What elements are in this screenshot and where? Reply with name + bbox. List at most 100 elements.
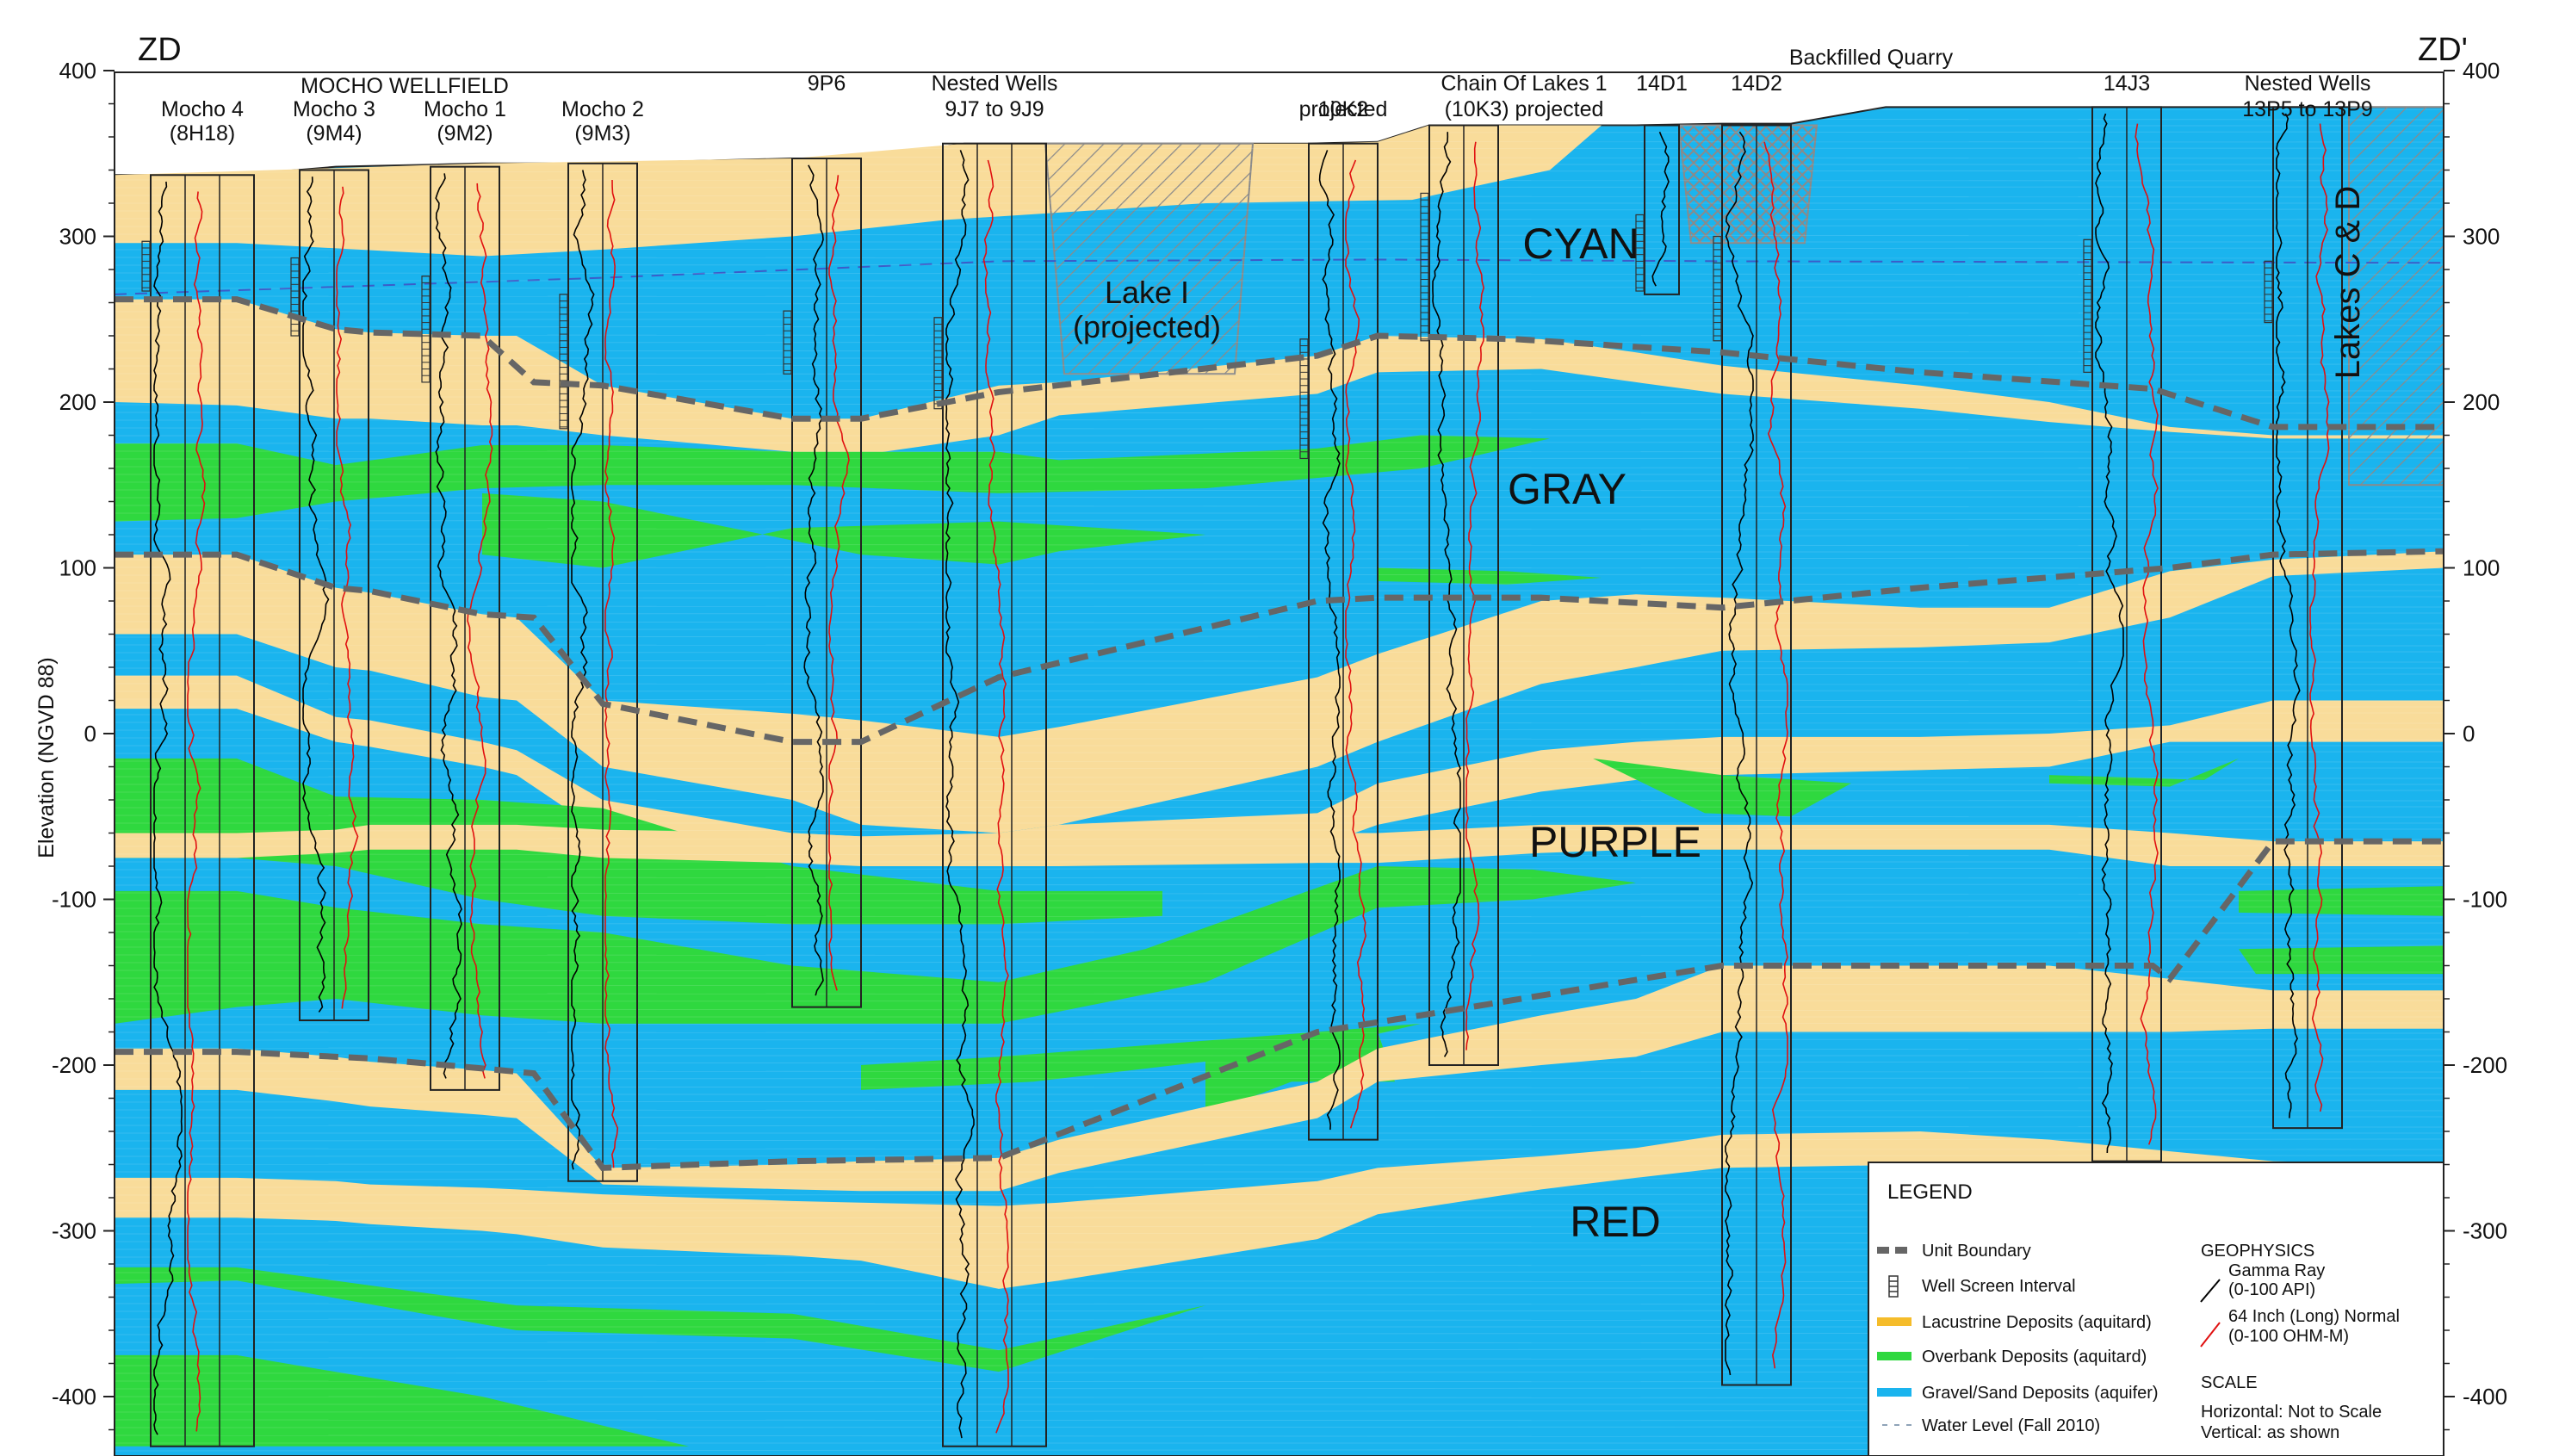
gravel-texture bbox=[115, 596, 2444, 599]
lakes-cd-label: Lakes C & D bbox=[2329, 186, 2367, 380]
gravel-texture bbox=[115, 722, 2444, 724]
gravel-texture bbox=[115, 186, 2444, 189]
resistivity-log bbox=[1763, 141, 1788, 1369]
gravel-texture bbox=[115, 402, 2444, 406]
gravel-texture bbox=[115, 302, 2444, 305]
gravel-texture bbox=[115, 373, 2444, 375]
gravel-texture bbox=[115, 108, 2444, 111]
well-label-name: 14D2 bbox=[1731, 71, 1782, 96]
well-label-id: (9M2) bbox=[437, 121, 493, 146]
legend-normal-1: 64 Inch (Long) Normal bbox=[2228, 1307, 2400, 1326]
resistivity-log bbox=[2135, 123, 2159, 1145]
overbank-gray-lens bbox=[482, 493, 1205, 568]
gravel-texture bbox=[115, 257, 2444, 259]
legend: LEGEND Unit Boundary Well Screen Interva… bbox=[1868, 1162, 2444, 1456]
gamma-ray-log bbox=[1318, 150, 1341, 1131]
gravel-texture bbox=[115, 698, 2444, 702]
well-label-id: (10K3) projected bbox=[1445, 97, 1604, 121]
gravel-texture bbox=[115, 737, 2444, 740]
resistivity-log bbox=[604, 179, 619, 1168]
gravel-texture bbox=[115, 147, 2444, 150]
gravel-texture bbox=[115, 954, 2444, 957]
gravel-texture bbox=[115, 728, 2444, 731]
legend-screen: Well Screen Interval bbox=[1922, 1277, 2076, 1296]
gravel-texture bbox=[115, 776, 2444, 779]
lacustrine-cyan-base bbox=[115, 299, 2444, 455]
gravel-texture bbox=[115, 961, 2444, 963]
well-logs bbox=[141, 106, 2343, 1447]
gravel-texture bbox=[115, 1038, 2444, 1041]
unit-boundaries bbox=[115, 296, 2444, 1171]
resistivity-log bbox=[467, 183, 493, 1079]
well-label-name: 9P6 bbox=[808, 71, 846, 96]
resistivity-log bbox=[2309, 123, 2330, 1112]
legend-geophysics-title: GEOPHYSICS bbox=[2201, 1242, 2314, 1261]
gravel-texture bbox=[115, 334, 2444, 337]
gravel-texture bbox=[115, 651, 2444, 654]
gravel-texture bbox=[115, 412, 2444, 414]
lake-i-sub-label: (projected) bbox=[1073, 309, 1221, 344]
gravel-texture bbox=[115, 518, 2444, 522]
gravel-texture bbox=[115, 1061, 2444, 1064]
lacustrine-purple-upper bbox=[115, 675, 2444, 864]
gravel-texture bbox=[115, 1077, 2444, 1080]
lacustrine-purple-thin bbox=[115, 824, 2444, 866]
unit-label-red: RED bbox=[1570, 1198, 1661, 1246]
gravel-texture bbox=[115, 557, 2444, 561]
well-label-id: (8H18) bbox=[170, 121, 235, 146]
gravel-texture bbox=[115, 1008, 2444, 1012]
legend-water: Water Level (Fall 2010) bbox=[1922, 1416, 2100, 1435]
gamma-ray-log bbox=[571, 170, 595, 1170]
gravel-texture bbox=[115, 790, 2444, 793]
unit-label-gray: GRAY bbox=[1508, 465, 1626, 513]
quarry-label: Backfilled Quarry bbox=[1789, 46, 1954, 70]
gravel-texture bbox=[115, 867, 2444, 871]
gravel-texture bbox=[115, 1100, 2444, 1103]
lakes-cd-projection bbox=[2348, 106, 2444, 486]
gravel-texture bbox=[115, 1138, 2444, 1142]
lake-i-label: Lake I bbox=[1105, 275, 1189, 310]
stratigraphy-layers bbox=[115, 92, 2444, 1456]
legend-gamma-1: Gamma Ray bbox=[2228, 1261, 2325, 1280]
gravel-texture bbox=[115, 1125, 2444, 1128]
resistivity-log bbox=[336, 186, 359, 1009]
overbank-red-base bbox=[115, 1354, 689, 1447]
gravel-texture bbox=[115, 131, 2444, 134]
gravel-texture bbox=[115, 418, 2444, 421]
gravel-texture bbox=[115, 828, 2444, 832]
gravel-texture bbox=[115, 295, 2444, 298]
gravel-texture bbox=[115, 117, 2444, 121]
tick-label: -100 bbox=[2463, 887, 2507, 913]
gravel-texture bbox=[115, 799, 2444, 802]
gravel-texture bbox=[115, 272, 2444, 276]
legend-overbank: Overbank Deposits (aquitard) bbox=[1922, 1348, 2147, 1366]
gravel-texture bbox=[115, 480, 2444, 483]
gravel-texture bbox=[115, 567, 2444, 569]
gamma-ray-log bbox=[1725, 131, 1754, 1376]
gravel-texture bbox=[115, 218, 2444, 220]
gravel-texture bbox=[115, 806, 2444, 809]
well-column bbox=[150, 174, 255, 1447]
gravel-texture bbox=[115, 983, 2444, 987]
gamma-ray-log bbox=[302, 177, 330, 1013]
gravel-texture bbox=[115, 457, 2444, 460]
well-label-name: Mocho 1 bbox=[424, 97, 506, 121]
tick-label: 0 bbox=[84, 721, 96, 747]
gravel-texture bbox=[115, 427, 2444, 431]
gravel-deposit-base bbox=[115, 107, 2444, 1456]
tick-label: 300 bbox=[2463, 224, 2500, 250]
gravel-texture bbox=[115, 712, 2444, 716]
well-column bbox=[1644, 124, 1680, 295]
gravel-texture bbox=[115, 92, 2444, 96]
gravel-texture bbox=[115, 156, 2444, 159]
overbank-gray-upper bbox=[115, 435, 1550, 522]
gravel-texture bbox=[115, 140, 2444, 143]
well-6 bbox=[933, 142, 1047, 1447]
well-label-name: 10K2 bbox=[1318, 97, 1368, 121]
well-2 bbox=[290, 169, 369, 1022]
gravel-texture bbox=[115, 877, 2444, 879]
well-label-name: Mocho 4 bbox=[161, 97, 244, 121]
overbank-purple-deep2 bbox=[1205, 1032, 1395, 1115]
